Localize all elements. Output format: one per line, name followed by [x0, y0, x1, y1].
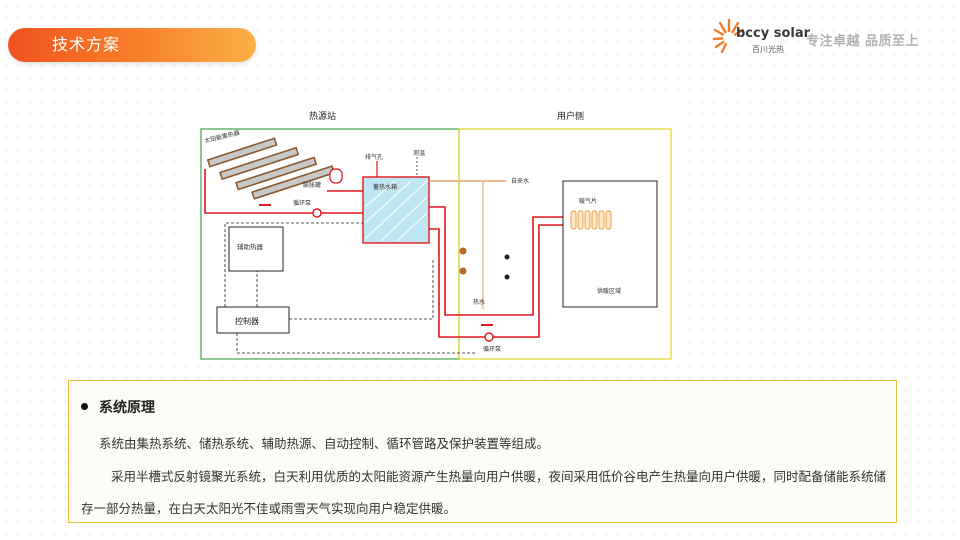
collector-row-3 — [235, 156, 318, 191]
brand-subname: 百川光热 — [752, 45, 784, 54]
radiator-label: 暖气片 — [579, 197, 597, 205]
heating-return-pipe — [429, 224, 581, 338]
expansion-tank — [329, 168, 343, 184]
hot-water-tap-1 — [459, 247, 467, 255]
system-diagram-svg: 热源站 用户侧 太阳能集热器 蓄热水箱 排气孔 测温 膨胀罐 — [200, 110, 672, 360]
sun-logo-icon — [712, 18, 745, 54]
control-wiring — [224, 222, 477, 354]
tank-label: 蓄热水箱 — [373, 183, 397, 191]
pump-label: 循环泵 — [293, 199, 311, 207]
solar-collector-array — [206, 137, 336, 200]
aux-heater-label: 辅助热器 — [237, 242, 264, 251]
heating-area-label: 供暖区域 — [597, 287, 621, 295]
user-pump-label: 循环泵 — [483, 345, 501, 353]
collector-label: 太阳能集热器 — [204, 128, 241, 144]
principle-panel: 系统原理 系统由集热系统、储热系统、辅助热源、自动控制、循环管路及保护装置等组成… — [68, 380, 897, 523]
collector-supply-pipe — [204, 169, 363, 214]
heat-station-label: 热源站 — [309, 110, 336, 122]
exhaust-label: 排气孔 — [365, 153, 383, 161]
tank-hatch — [364, 180, 428, 242]
brand-slogan: 专注卓越 品质至上 — [806, 34, 920, 49]
cold-water-tap-1 — [504, 254, 510, 260]
cold-water-tap-2 — [504, 274, 510, 280]
principle-paragraph: 采用半槽式反射镜聚光系统，白天利用优质的太阳能资源产生热量向用户供暖，夜间采用低… — [81, 469, 887, 516]
collector-row-2 — [219, 146, 300, 181]
heating-area-box — [562, 180, 658, 308]
controller-box — [216, 306, 290, 334]
hot-water-label: 热水 — [473, 298, 485, 306]
hot-water-tap-2 — [459, 267, 467, 275]
controller-label: 控制器 — [235, 316, 259, 326]
tap-water-label: 自来水 — [511, 177, 529, 185]
collector-pump-icon — [312, 208, 322, 218]
user-pump-icon — [484, 332, 494, 342]
user-side-frame — [458, 128, 672, 360]
aux-heater — [228, 226, 284, 272]
heating-supply-pipe — [429, 206, 581, 316]
radiator-icon — [570, 210, 612, 230]
principle-line-1: 系统由集热系统、储热系统、辅助热源、自动控制、循环管路及保护装置等组成。 — [99, 436, 550, 451]
brand-logo: bccy solar 百川光热 — [712, 14, 812, 56]
principle-heading: 系统原理 — [99, 400, 155, 416]
collector-row-1 — [206, 137, 278, 168]
user-side-label: 用户侧 — [557, 110, 584, 122]
expansion-label: 膨胀罐 — [303, 181, 321, 189]
bullet-icon — [81, 403, 88, 410]
page-title: 技术方案 — [52, 35, 121, 54]
temp-probe-label: 测温 — [413, 149, 425, 157]
brand-name: bccy solar — [736, 26, 811, 41]
section-title-pill: 技术方案 — [8, 28, 256, 62]
system-diagram: 热源站 用户侧 太阳能集热器 蓄热水箱 排气孔 测温 膨胀罐 — [177, 99, 684, 365]
